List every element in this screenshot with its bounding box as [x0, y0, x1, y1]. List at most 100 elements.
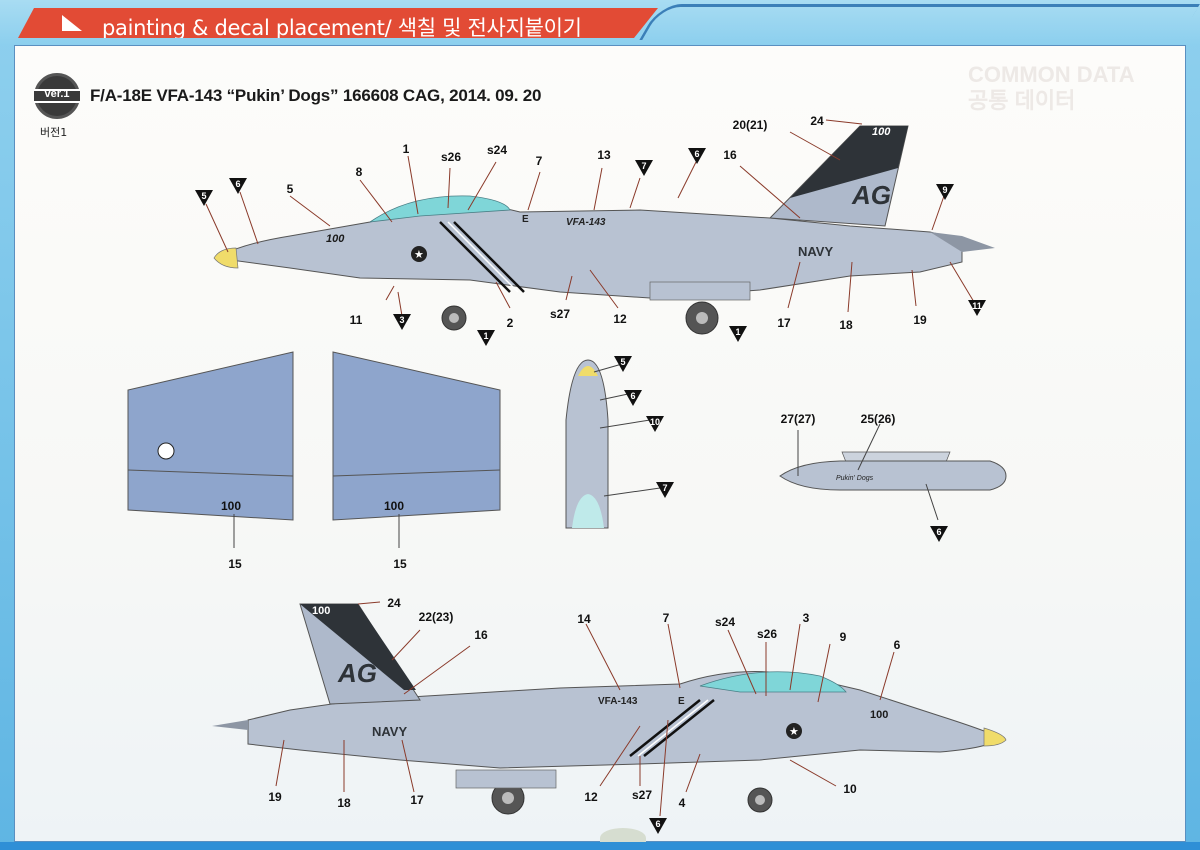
color-marker: 11 [968, 300, 986, 316]
wheel-hub [755, 795, 765, 805]
section-header: painting & decal placement/ 색칠 및 전사지붙이기 [18, 8, 658, 38]
exhaust [212, 720, 248, 730]
color-marker-number: 6 [655, 819, 661, 829]
color-marker: 9 [936, 184, 954, 200]
callout-label: 18 [337, 796, 351, 810]
callout-label: 25(26) [860, 412, 896, 426]
callout-label: 6 [893, 638, 901, 652]
aircraft-right-side-view: 100 AG ★ 100 E VFA-143 NAVY [212, 601, 1007, 817]
color-marker-number: 1 [735, 327, 741, 337]
color-marker: 5 [195, 190, 213, 206]
color-marker-number: 9 [942, 185, 948, 195]
color-marker: 6 [930, 526, 948, 542]
callout-label: 1 [402, 142, 410, 156]
tail-code: AG [851, 180, 891, 210]
wheel-hub [502, 792, 514, 804]
callout-label: 7 [662, 611, 670, 625]
color-marker-number: 10 [649, 417, 660, 427]
triangle-icon [62, 15, 82, 31]
callout-label: 5 [286, 182, 294, 196]
callout-label: 4 [678, 796, 686, 810]
nose-modex: 100 [870, 709, 888, 721]
callout-label: 13 [597, 148, 611, 162]
callout-label: 3 [802, 611, 810, 625]
callout-label: 16 [723, 148, 737, 162]
nose-cone [213, 247, 239, 269]
insignia-star: ★ [414, 249, 424, 261]
callout-label: 19 [913, 313, 927, 327]
color-marker: 6 [624, 390, 642, 406]
color-marker: 1 [477, 330, 495, 346]
nose-top-view [565, 359, 661, 529]
callout-label: s26 [756, 627, 778, 641]
callout-label: 24 [810, 114, 824, 128]
color-marker-number: 6 [936, 527, 942, 537]
color-marker-number: 6 [630, 391, 636, 401]
wing-right: 100 [332, 351, 501, 548]
squadron-label: VFA-143 [598, 696, 638, 707]
callout-label: s26 [440, 150, 462, 164]
squadron-label: VFA-143 [566, 217, 606, 228]
version-badge-label: ver.1 [44, 88, 70, 100]
color-marker: 7 [635, 160, 653, 176]
callout-label: s27 [631, 788, 653, 802]
callout-leaders [275, 601, 895, 817]
callout-label: 19 [268, 790, 282, 804]
color-marker-number: 6 [235, 179, 241, 189]
callout-label: 10 [843, 782, 857, 796]
fuselage-stripe [439, 221, 511, 293]
ghost-line-2: 공통 데이터 [968, 88, 1076, 113]
color-marker-number: 11 [972, 301, 982, 311]
canopy [369, 195, 511, 223]
national-insignia [786, 723, 802, 739]
callout-label: 27(27) [780, 412, 816, 426]
callout-label: 15 [393, 557, 407, 571]
bleed-through-text: COMMON DATA 공통 데이터 [968, 62, 1135, 114]
callout-label: 16 [474, 628, 488, 642]
nose-modex: 100 [326, 233, 345, 245]
excellence-mark: E [522, 214, 529, 225]
callout-label: s24 [714, 615, 736, 629]
callout-label: 18 [839, 318, 853, 332]
wheel-hub [696, 312, 708, 324]
navy-label: NAVY [798, 244, 833, 259]
color-marker-number: 5 [201, 191, 207, 201]
color-marker: 6 [649, 818, 667, 834]
callout-label: 9 [839, 630, 847, 644]
color-marker-number: 3 [399, 315, 405, 325]
tail-modex: 100 [312, 605, 330, 617]
section-title: painting & decal placement/ 색칠 및 전사지붙이기 [102, 16, 582, 40]
callout-label: 12 [613, 312, 627, 326]
wing-number: 100 [384, 499, 404, 513]
bottom-band [0, 842, 1200, 850]
navy-label: NAVY [372, 724, 407, 739]
badge-stripe [34, 89, 80, 103]
callout-label: s24 [486, 143, 508, 157]
excellence-mark: E [678, 696, 685, 707]
exhaust [930, 232, 995, 252]
insignia-star: ★ [789, 726, 799, 738]
color-marker: 5 [614, 356, 632, 372]
aircraft-left-side-view: 100 AG ★ 100 E VFA-143 NAVY [205, 119, 995, 335]
callout-label: 8 [355, 165, 363, 179]
color-marker: 3 [393, 314, 411, 330]
callout-label: 2 [506, 316, 514, 330]
color-marker: 10 [646, 416, 664, 432]
version-sub-label: 버전1 [40, 126, 68, 139]
color-marker: 7 [656, 482, 674, 498]
wing-left: 100 [127, 351, 294, 548]
callout-label: 15 [228, 557, 242, 571]
wheel-hub [449, 313, 459, 323]
tail-code: AG [337, 658, 377, 688]
callout-label: 22(23) [418, 610, 454, 624]
wing-number: 100 [221, 499, 241, 513]
national-insignia [411, 246, 427, 262]
fuel-tank-view: Pukin' Dogs [779, 423, 1007, 521]
callout-label: 12 [584, 790, 598, 804]
ghost-line-1: COMMON DATA [968, 62, 1135, 87]
callout-leaders [205, 119, 975, 317]
wing-insignia [157, 442, 175, 460]
color-marker-number: 7 [662, 483, 668, 493]
fuel-tank [455, 769, 557, 789]
